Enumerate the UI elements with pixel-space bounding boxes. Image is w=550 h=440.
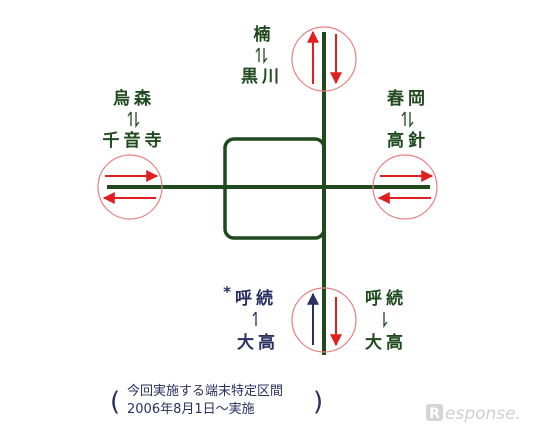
south-right-bottom-label: 大高 (365, 332, 407, 353)
caption-line-1: 今回実施する端末特定区間 (127, 383, 283, 399)
south-right-connector (383, 312, 388, 328)
west-label: 烏森 千音寺 (103, 88, 166, 151)
west-swap-icon (127, 111, 140, 128)
caption-paren-close: ) (313, 387, 323, 417)
south-terminal-circle (291, 287, 357, 353)
east-swap-icon (401, 111, 414, 128)
north-terminal-circle (291, 26, 357, 92)
south-terminal (291, 287, 357, 353)
response-badge-letter: R (429, 406, 440, 422)
south-left-bottom-label: 大高 (237, 332, 279, 353)
south-left-label: * 呼続 大高 (223, 283, 279, 353)
caption-paren-open: ( (110, 387, 120, 417)
south-left-connector (252, 311, 257, 326)
east-bottom-label: 高針 (387, 130, 429, 151)
caption: ( 今回実施する端末特定区間 2006年8月1日～実施 ) (110, 383, 323, 417)
response-watermark: R esponse. (426, 404, 521, 424)
north-swap-icon (255, 47, 268, 64)
west-bottom-label: 千音寺 (103, 130, 166, 151)
west-top-label: 烏森 (113, 88, 155, 109)
east-label: 春岡 高針 (387, 88, 429, 151)
west-terminal-circle (97, 154, 163, 220)
east-top-label: 春岡 (387, 88, 429, 109)
north-bottom-label: 黒川 (241, 67, 283, 87)
south-right-label: 呼続 大高 (365, 288, 407, 353)
south-left-star: * (223, 283, 231, 301)
south-right-top-label: 呼続 (365, 288, 407, 309)
north-top-label: 楠 (254, 24, 271, 45)
north-terminal (291, 26, 357, 92)
east-terminal-circle (372, 154, 438, 220)
response-text: esponse. (445, 404, 521, 424)
response-badge (426, 404, 443, 421)
east-terminal (372, 154, 438, 220)
north-label: 楠 黒川 (241, 24, 283, 87)
caption-line-2: 2006年8月1日～実施 (127, 401, 255, 417)
west-terminal (97, 154, 163, 220)
south-left-top-label: 呼続 (235, 288, 277, 309)
